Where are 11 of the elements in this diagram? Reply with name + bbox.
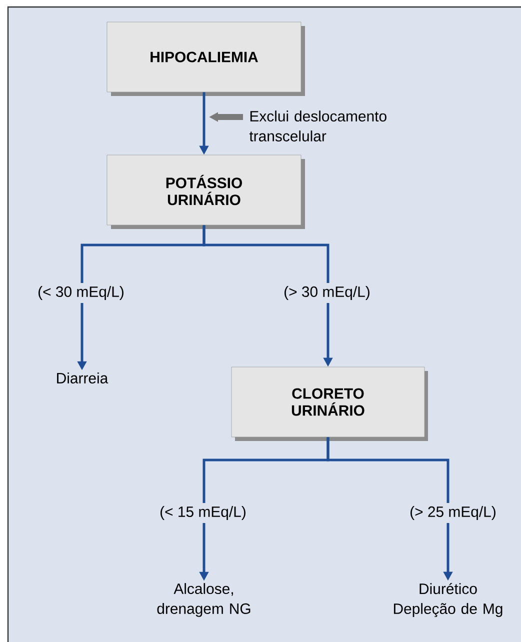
outcome-text: Diarreia: [57, 372, 108, 384]
edge-label: (< 15 mEq/L): [156, 503, 250, 523]
process-box: POTÁSSIO URINÁRIO: [106, 154, 305, 229]
process-box: CLORETO URINÁRIO: [231, 366, 428, 441]
edge-label: (> 25 mEq/L): [406, 503, 500, 523]
outcome-text: Alcalose, drenagem NG: [157, 583, 250, 617]
note-text: Exclui deslocamento transcelular: [249, 110, 386, 142]
process-box: HIPOCALIEMIA: [106, 22, 305, 96]
edge-label: (> 30 mEq/L): [280, 283, 374, 303]
edge-label: (< 30 mEq/L): [34, 283, 128, 303]
outcome-text: Diurético Depleção de Mg: [394, 582, 502, 618]
